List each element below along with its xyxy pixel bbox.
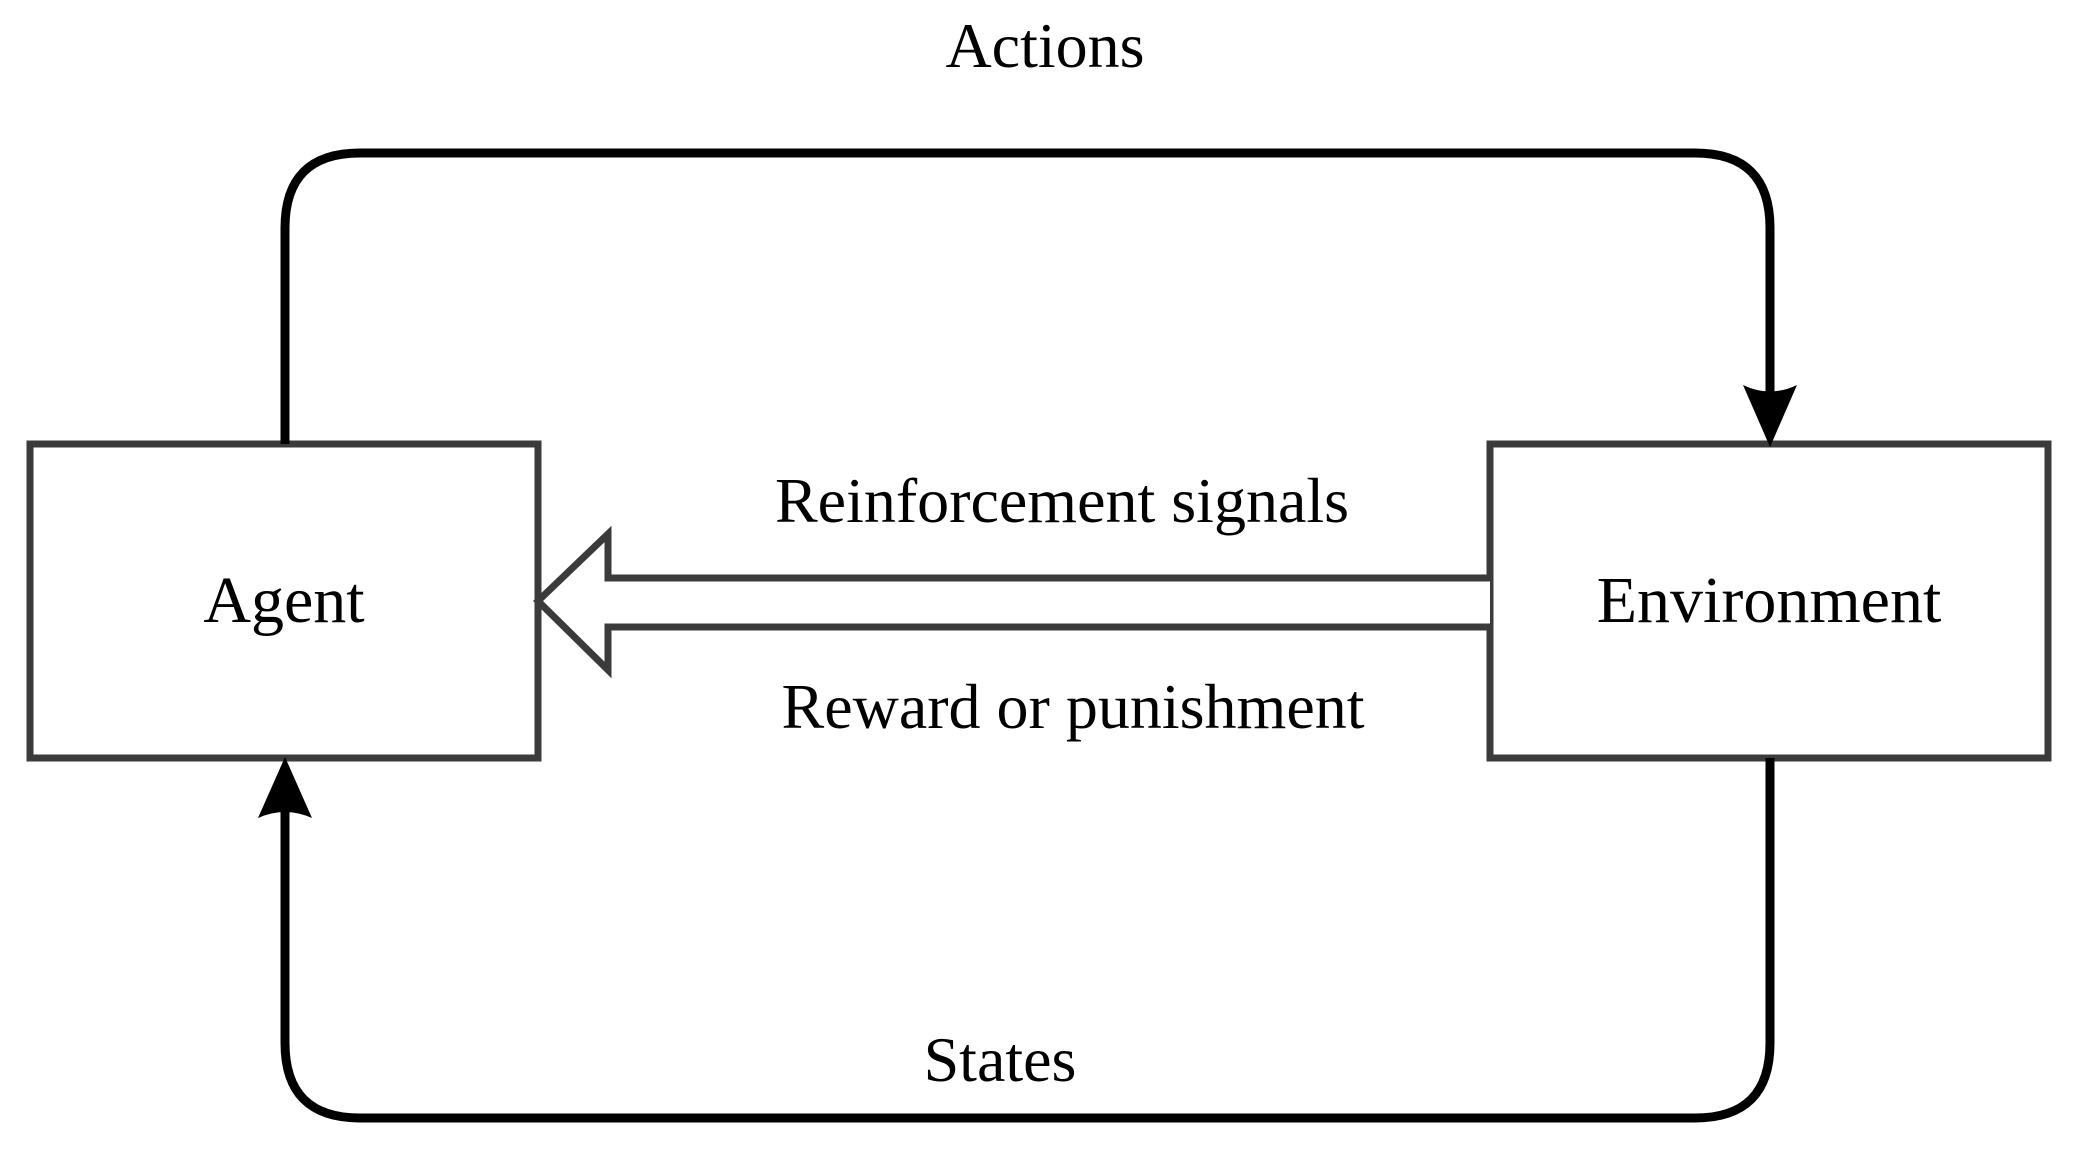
agent-box[interactable] (26, 440, 542, 762)
states-arrowhead-icon (258, 757, 312, 818)
actions-edge-path (280, 148, 1775, 444)
environment-box[interactable] (1486, 440, 2052, 762)
actions-arrowhead-icon (1743, 385, 1797, 447)
reinforcement-block-arrow (532, 525, 1490, 679)
states-edge-path (280, 758, 1775, 1123)
